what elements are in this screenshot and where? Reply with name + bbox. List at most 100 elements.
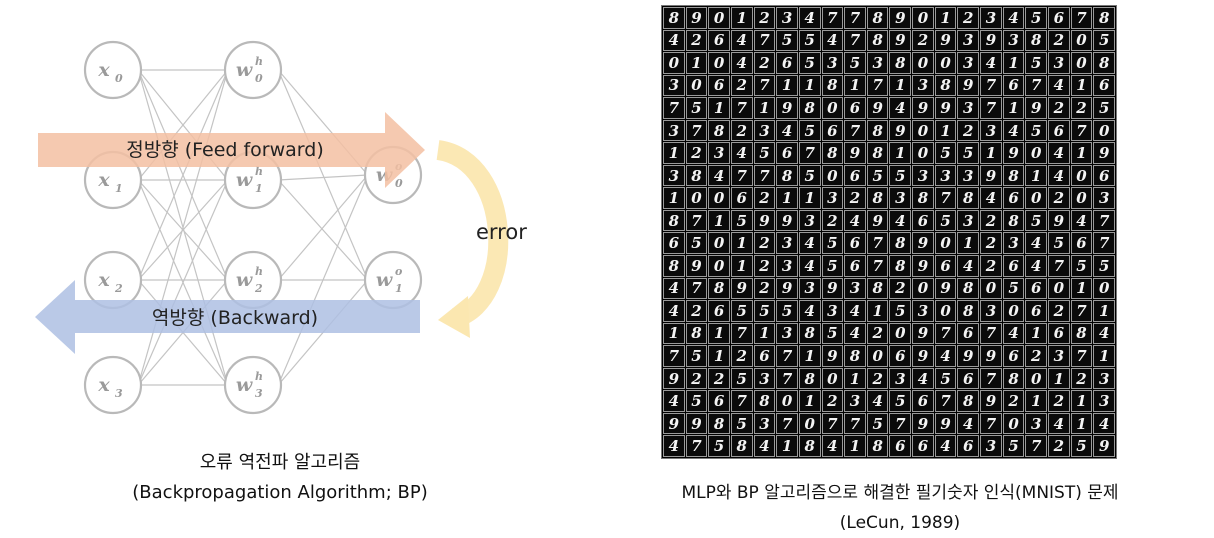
- mnist-digit-cell: 5: [1002, 435, 1025, 457]
- mnist-digit-cell: 1: [1025, 390, 1048, 412]
- mnist-digit-cell: 4: [1093, 322, 1115, 345]
- mnist-digit-cell: 5: [1025, 52, 1048, 74]
- mnist-digit-cell: 1: [1070, 74, 1093, 97]
- mnist-digit-cell: 5: [934, 367, 957, 390]
- mnist-digit-cell: 3: [776, 7, 798, 29]
- mnist-digit-cell: 1: [708, 97, 730, 119]
- mnist-digit-cell: 7: [934, 322, 957, 345]
- mnist-digit-cell: 2: [685, 367, 708, 390]
- mnist-digit-cell: 9: [934, 277, 957, 300]
- mnist-digit-cell: 0: [708, 255, 730, 277]
- mnist-digit-cell: 0: [1070, 52, 1093, 74]
- mnist-digit-cell: 8: [821, 142, 844, 164]
- mnist-digit-cell: 8: [1025, 29, 1048, 52]
- mnist-digit-cell: 0: [980, 277, 1002, 300]
- mnist-digit-cell: 7: [1025, 74, 1048, 97]
- network-nodes: x0x1x2x3w0hw1hw2hw3hw0ow1o: [83, 40, 423, 415]
- mnist-digit-cell: 2: [821, 390, 844, 412]
- mnist-digit-cell: 3: [1002, 29, 1025, 52]
- mnist-digit-cell: 1: [866, 300, 889, 322]
- mnist-digit-cell: 4: [957, 412, 980, 435]
- hidden-node-w0-subscript: 0: [255, 72, 263, 85]
- mnist-digit-cell: 6: [912, 209, 934, 232]
- mnist-digit-cell: 7: [980, 74, 1002, 97]
- mnist-digit-cell: 2: [1048, 435, 1070, 457]
- mnist-digit-cell: 0: [934, 232, 957, 255]
- mnist-digit-cell: 5: [821, 322, 844, 345]
- mnist-digit-cell: 5: [798, 29, 821, 52]
- mnist-digit-cell: 5: [776, 300, 798, 322]
- edge-hidden-1-output-0: [278, 174, 368, 181]
- mnist-digit-cell: 8: [866, 119, 889, 142]
- mnist-digit-cell: 1: [730, 255, 753, 277]
- mnist-digit-cell: 2: [730, 74, 753, 97]
- mnist-digit-cell: 0: [912, 277, 934, 300]
- hidden-node-w3-subscript: 3: [255, 387, 263, 400]
- mnist-digit-cell: 5: [1070, 255, 1093, 277]
- mnist-digit-cell: 0: [889, 322, 912, 345]
- mnist-digit-cell: 1: [844, 435, 866, 457]
- mnist-digit-cell: 9: [912, 345, 934, 367]
- mnist-digit-cell: 0: [663, 52, 685, 74]
- mnist-digit-cell: 3: [753, 119, 776, 142]
- mnist-digit-cell: 4: [663, 435, 685, 457]
- mnist-digit-cell: 3: [844, 390, 866, 412]
- feed-forward-arrow: 정방향 (Feed forward): [38, 112, 425, 188]
- mnist-digit-cell: 3: [776, 322, 798, 345]
- mnist-digit-cell: 1: [708, 209, 730, 232]
- mnist-digit-cell: 2: [912, 29, 934, 52]
- mnist-digit-cell: 6: [1048, 7, 1070, 29]
- mnist-digit-cell: 7: [889, 412, 912, 435]
- mnist-digit-cell: 8: [1002, 367, 1025, 390]
- mnist-digit-cell: 5: [1093, 255, 1115, 277]
- mnist-digit-cell: 8: [663, 209, 685, 232]
- input-node-x1-label: x: [97, 169, 110, 191]
- backward-label: 역방향 (Backward): [152, 307, 318, 329]
- mnist-digit-cell: 8: [1002, 164, 1025, 187]
- mnist-digit-cell: 8: [957, 390, 980, 412]
- mnist-digit-cell: 5: [1025, 119, 1048, 142]
- mnist-digit-cell: 1: [1025, 164, 1048, 187]
- mnist-digit-cell: 2: [866, 322, 889, 345]
- mnist-digit-cell: 1: [798, 345, 821, 367]
- mnist-digit-cell: 5: [753, 300, 776, 322]
- mnist-digit-cell: 7: [1093, 209, 1115, 232]
- input-node-x0-subscript: 0: [115, 72, 123, 85]
- mnist-digit-cell: 0: [1025, 142, 1048, 164]
- mnist-digit-cell: 2: [753, 277, 776, 300]
- hidden-node-w1-label: w: [236, 169, 253, 191]
- mnist-digit-cell: 3: [912, 300, 934, 322]
- mnist-digit-cell: 9: [663, 367, 685, 390]
- mnist-digit-cell: 1: [1093, 300, 1115, 322]
- mnist-digit-cell: 8: [730, 435, 753, 457]
- mnist-digit-cell: 2: [730, 345, 753, 367]
- mnist-digit-cell: 2: [1048, 187, 1070, 209]
- mnist-digit-cell: 7: [663, 97, 685, 119]
- mnist-digit-cell: 3: [957, 97, 980, 119]
- mnist-digit-cell: 4: [798, 7, 821, 29]
- mnist-digit-cell: 5: [1002, 277, 1025, 300]
- mnist-digit-cell: 2: [980, 209, 1002, 232]
- mnist-digit-cell: 0: [798, 412, 821, 435]
- mnist-digit-cell: 7: [685, 209, 708, 232]
- hidden-node-w0-superscript: h: [255, 55, 263, 68]
- mnist-digit-cell: 1: [1002, 52, 1025, 74]
- mnist-digit-cell: 9: [1002, 142, 1025, 164]
- mnist-digit-cell: 0: [708, 232, 730, 255]
- mnist-digit-cell: 8: [912, 187, 934, 209]
- mnist-digit-cell: 7: [685, 277, 708, 300]
- mnist-digit-cell: 2: [1070, 367, 1093, 390]
- mnist-digit-cell: 6: [708, 74, 730, 97]
- mnist-digit-cell: 7: [730, 322, 753, 345]
- mnist-digit-cell: 9: [889, 29, 912, 52]
- edge-hidden-3-output-0: [277, 174, 369, 386]
- mnist-digit-cell: 9: [821, 277, 844, 300]
- mnist-digit-cell: 3: [957, 29, 980, 52]
- mnist-digit-cell: 5: [730, 412, 753, 435]
- mnist-digit-cell: 8: [1093, 52, 1115, 74]
- mnist-digit-cell: 9: [912, 97, 934, 119]
- mnist-digit-cell: 2: [685, 29, 708, 52]
- mnist-digit-cell: 5: [1048, 232, 1070, 255]
- error-label: error: [476, 220, 527, 244]
